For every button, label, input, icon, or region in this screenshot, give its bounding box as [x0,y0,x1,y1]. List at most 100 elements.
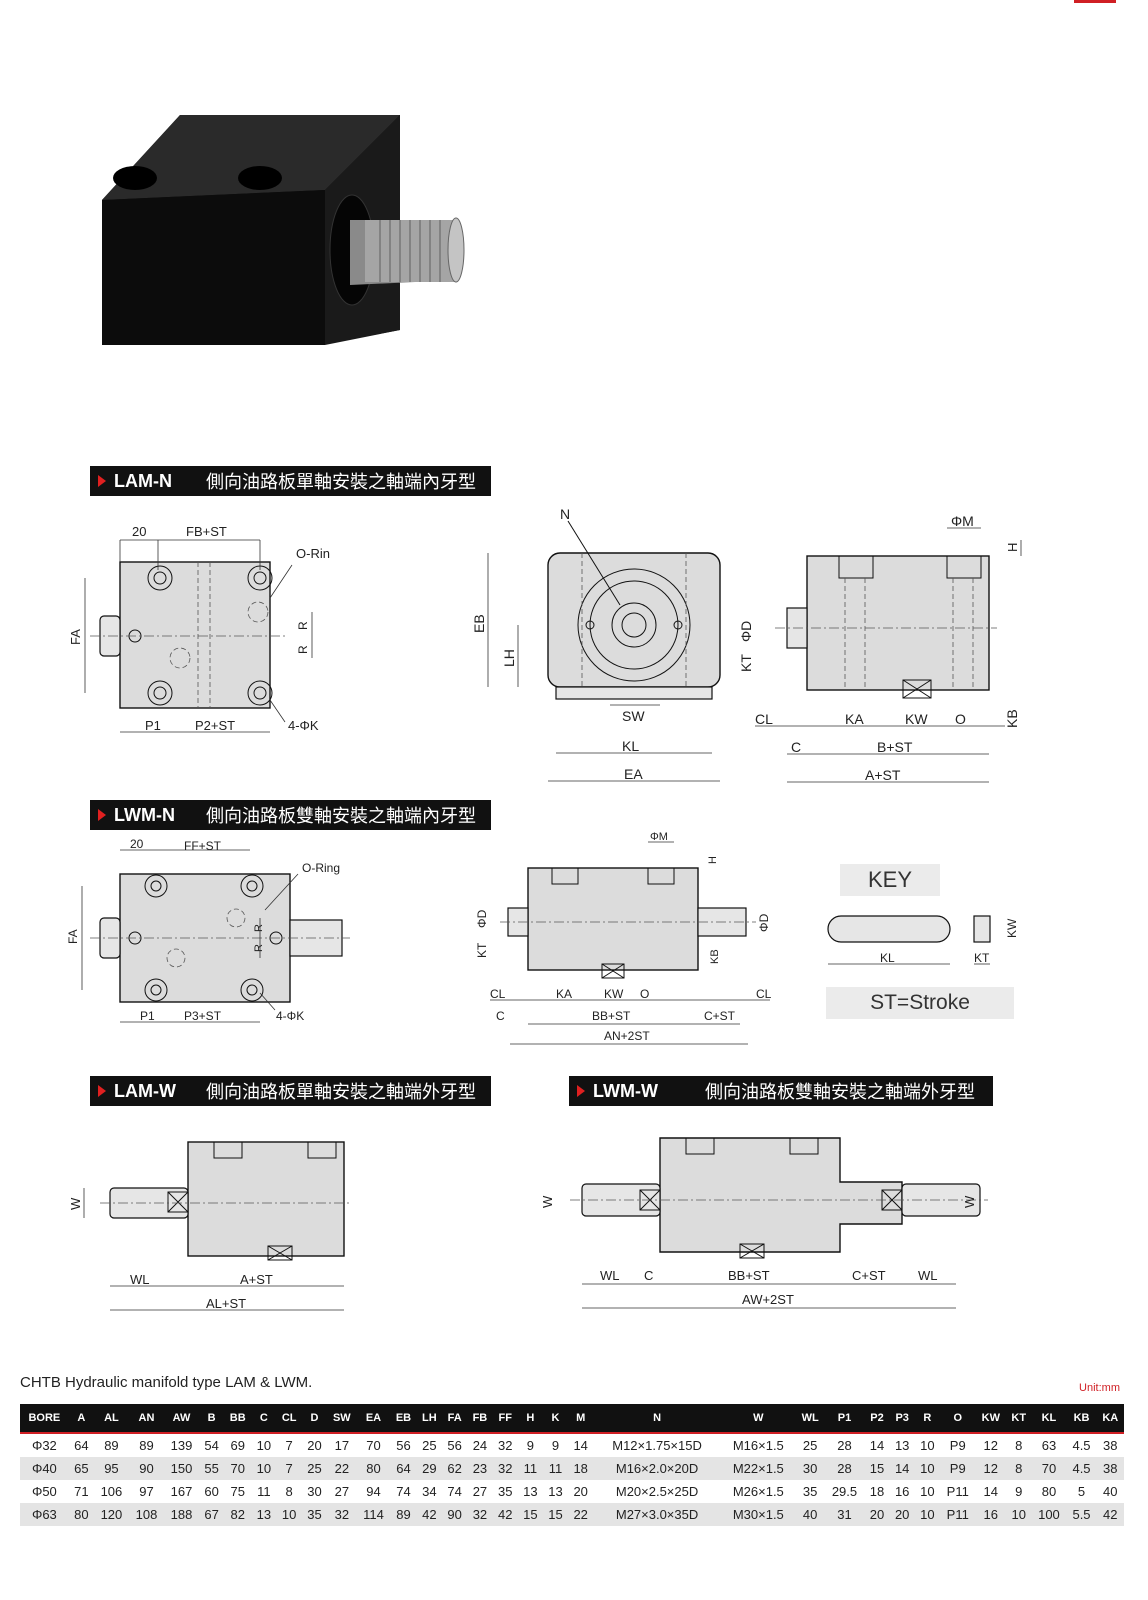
table-cell: 11 [542,1457,569,1480]
table-cell: 20 [307,1438,322,1453]
table-cell: 42 [416,1503,443,1526]
table-cell: 14 [889,1457,915,1480]
unit-label: Unit:mm [1079,1382,1120,1394]
table-cell: P11 [939,1503,976,1526]
table-cell: 9 [526,1438,534,1453]
dim-o: O [955,711,966,727]
table-cell: 60 [204,1484,219,1499]
dim-kw: KW [1005,918,1019,938]
table-cell: 13 [894,1438,910,1453]
dim-ka: KA [845,711,864,727]
table-cell: 20 [573,1484,588,1499]
table-cell: 7 [285,1438,293,1453]
column-header: KB [1066,1404,1097,1434]
lam-n-side-view: ΦM H ΦD KT KB CL KA KW O C B+ST A+ST [738,513,1022,783]
column-header: KW [975,1404,1006,1434]
table-cell: 29 [416,1457,443,1480]
table-cell: 80 [356,1457,391,1480]
column-header: CL [276,1404,302,1434]
section-title: 側向油路板單軸安裝之軸端外牙型 [206,1082,476,1102]
dim-kl: KL [622,738,639,754]
table-cell: 5 [1077,1484,1086,1499]
dim-c: C [644,1268,653,1283]
table-cell: 16 [975,1503,1006,1526]
column-header: WL [795,1404,825,1434]
table-cell: 15 [542,1503,569,1526]
table-cell: M27×3.0×35D [593,1503,721,1526]
dim-4k: 4-ΦK [276,1009,304,1023]
table-cell: 38 [1103,1438,1118,1453]
dim-o: O [640,987,649,1001]
dim-kw: KW [905,711,928,727]
dim-ff-st: FF+ST [184,839,222,853]
table-cell: 82 [224,1503,252,1526]
column-header: W [720,1404,796,1434]
dim-r: R [253,924,265,932]
product-photo [102,115,465,345]
table-cell: 34 [422,1484,437,1499]
section-code: LAM-W [114,1080,176,1101]
table-cell: 10 [276,1503,302,1526]
table-cell: 75 [230,1484,245,1499]
table-cell: 27 [334,1484,350,1499]
table-cell: 12 [975,1457,1006,1480]
dim-cl: CL [490,987,506,1001]
table-cell: 94 [366,1484,381,1499]
dim-phid: ΦD [757,913,771,932]
dim-p1: P1 [140,1009,155,1023]
table-cell: 15 [864,1457,890,1480]
dim-kt: KT [475,942,489,958]
table-cell: 28 [824,1457,865,1480]
dim-a-st: A+ST [240,1272,273,1287]
oring-label: O-Ring [302,861,340,875]
column-header: FA [442,1404,468,1434]
table-cell: 8 [1006,1457,1032,1480]
corner-accent [1074,0,1116,3]
column-header: EB [390,1404,417,1434]
table-cell: 89 [104,1438,119,1453]
column-header: M [568,1404,594,1434]
table-cell: 10 [914,1503,940,1526]
table-cell: 9 [1015,1484,1023,1499]
dim-an-2st: AN+2ST [604,1029,650,1043]
table-cell: 56 [447,1438,462,1453]
dim-cl: CL [755,711,773,727]
dim-bb-st: BB+ST [592,1009,631,1023]
triangle-marker-icon [98,475,106,487]
dim-p2-st: P2+ST [195,718,235,733]
section-header-lwm-w: LWM-W 側向油路板雙軸安裝之軸端外牙型 [569,1076,993,1106]
table-cell: 9 [551,1438,560,1453]
table-cell: 80 [1041,1484,1057,1499]
table-cell: 22 [568,1503,594,1526]
column-header: C [251,1404,277,1434]
table-cell: 27 [472,1484,488,1499]
table-cell: 95 [93,1457,129,1480]
table-cell: 38 [1096,1457,1124,1480]
dim-w: W [540,1195,555,1208]
lam-w-side-view: W WL A+ST AL+ST [68,1141,350,1311]
table-cell: 14 [869,1438,885,1453]
section-title: 側向油路板單軸安裝之軸端內牙型 [206,472,476,492]
triangle-marker-icon [98,1085,106,1097]
table-cell: P11 [946,1484,969,1499]
triangle-marker-icon [98,809,106,821]
lwm-n-top-view: 20 FF+ST O-Ring FA R R P1 P3+ST 4-ΦK [66,837,350,1023]
dim-r: R [296,645,310,654]
column-header: SW [327,1404,357,1434]
lwm-w-side-view: W W WL C BB+ST C+ST WL AW+2ST [540,1137,988,1309]
dim-lh: LH [501,649,517,667]
table-cell: 74 [447,1484,462,1499]
table-cell: 69 [230,1438,245,1453]
column-header: A [68,1404,94,1434]
table-cell: 56 [396,1438,411,1453]
column-header: D [301,1404,328,1434]
dim-w: W [962,1195,977,1208]
section-code: LWM-N [114,804,175,825]
table-cell: 100 [1031,1503,1067,1526]
table-cell: 10 [1006,1503,1032,1526]
table-cell: 40 [1103,1484,1118,1499]
dim-w: W [68,1197,83,1210]
section-header-lam-w: LAM-W 側向油路板單軸安裝之軸端外牙型 [90,1076,491,1106]
